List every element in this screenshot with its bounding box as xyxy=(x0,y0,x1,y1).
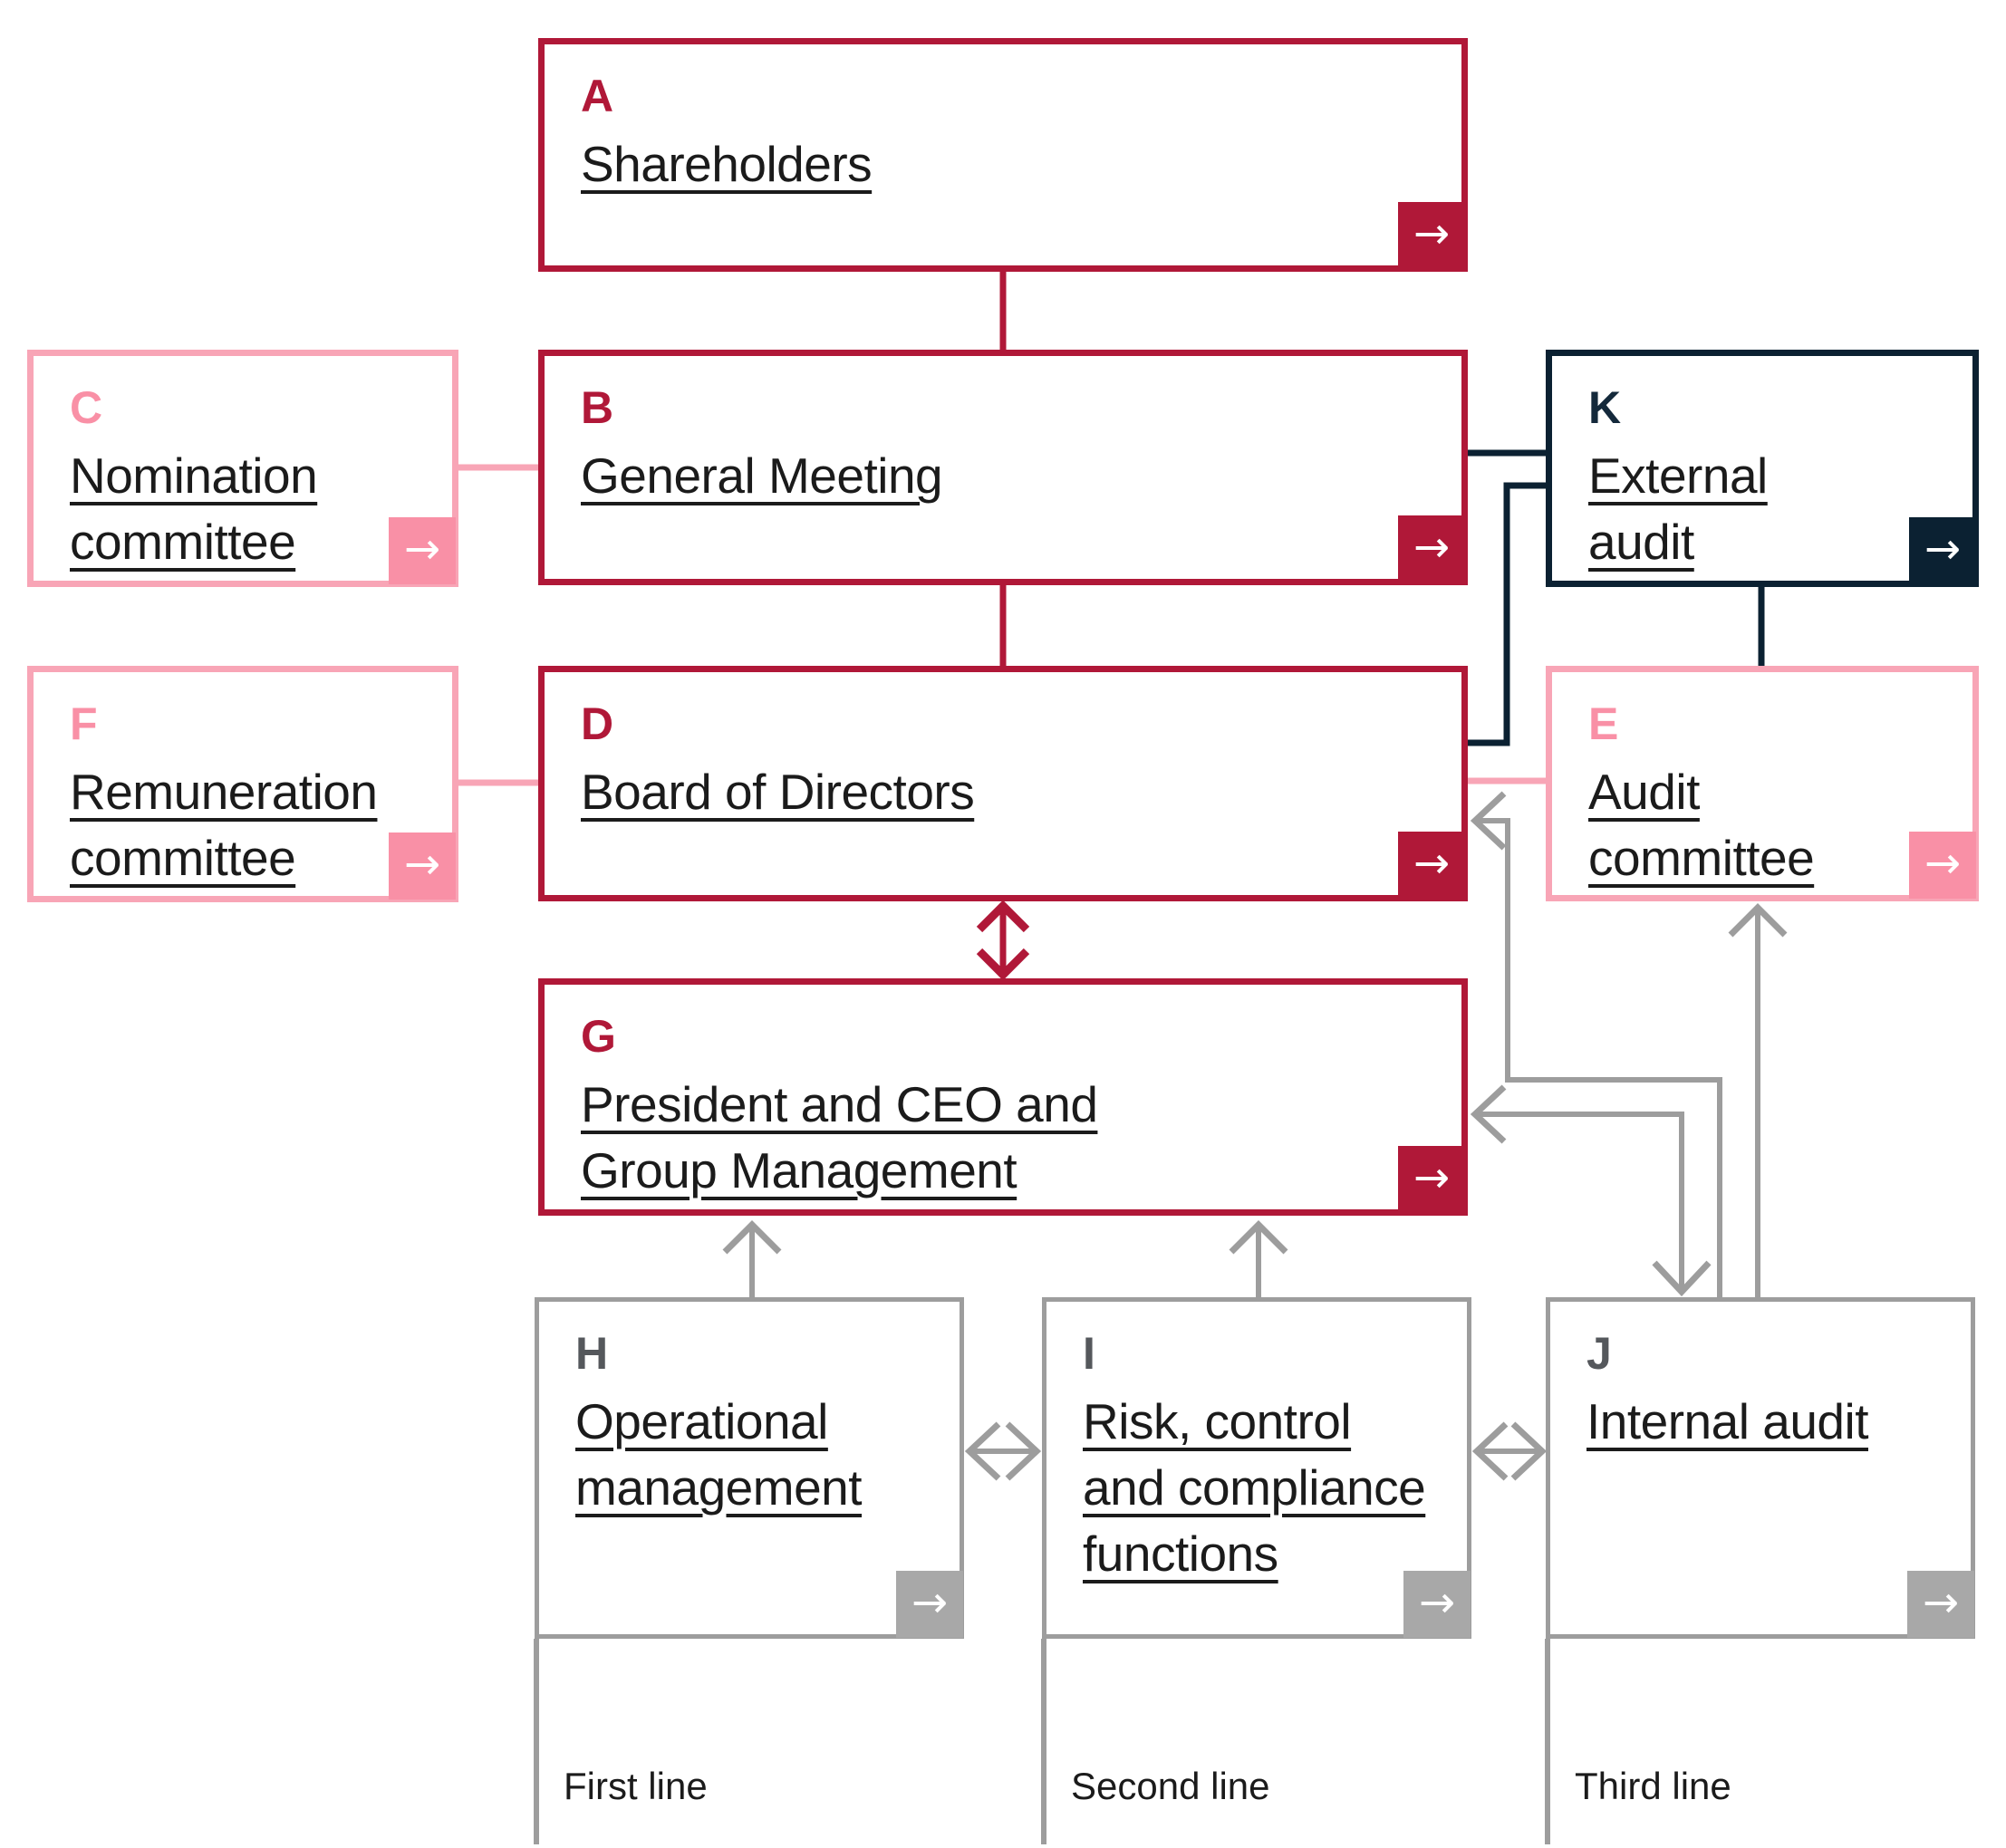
box-j-title[interactable]: Internal audit xyxy=(1586,1393,1869,1449)
box-k-title[interactable]: External audit xyxy=(1588,448,1768,570)
box-h-letter: H xyxy=(575,1328,609,1379)
box-d-arrow-button[interactable]: → xyxy=(1398,832,1465,899)
box-j-arrow-button[interactable]: → xyxy=(1907,1571,1974,1638)
arrowhead-up-g-left xyxy=(722,1220,782,1255)
arrowhead-left-g xyxy=(1470,1084,1507,1144)
box-f-letter: F xyxy=(70,698,98,749)
box-c-nomination-committee[interactable]: C Nomination committee → xyxy=(27,350,458,587)
box-e-title[interactable]: Audit committee xyxy=(1588,764,1815,886)
arrow-right-icon: → xyxy=(1924,838,1962,889)
box-f-remuneration-committee[interactable]: F Remuneration committee → xyxy=(27,666,458,902)
box-a-letter: A xyxy=(581,71,614,121)
arrowhead-up-d xyxy=(976,900,1030,933)
arrow-right-icon: → xyxy=(1418,1577,1456,1628)
box-e-letter: E xyxy=(1588,698,1619,749)
box-k-external-audit[interactable]: K External audit → xyxy=(1546,350,1979,587)
box-f-title[interactable]: Remuneration committee xyxy=(70,764,378,886)
arrowhead-right-j xyxy=(1510,1421,1548,1481)
arrowhead-down-g xyxy=(976,948,1030,981)
box-k-arrow-button[interactable]: → xyxy=(1909,517,1976,584)
arrow-right-icon: → xyxy=(1413,838,1451,889)
box-c-letter: C xyxy=(70,382,103,433)
arrow-right-icon: → xyxy=(1413,1152,1451,1203)
arrow-right-icon: → xyxy=(1413,522,1451,573)
connector-j-d xyxy=(1477,818,1722,1297)
box-b-title[interactable]: General Meeting xyxy=(581,448,943,504)
arrow-right-icon: → xyxy=(403,524,441,574)
connector-k-d xyxy=(1468,482,1546,746)
arrowhead-down-j xyxy=(1652,1260,1712,1297)
box-h-arrow-button[interactable]: → xyxy=(896,1571,963,1638)
box-c-title[interactable]: Nomination committee xyxy=(70,448,318,570)
box-a-shareholders[interactable]: A Shareholders → xyxy=(538,38,1468,272)
box-j-letter: J xyxy=(1586,1328,1612,1379)
box-k-letter: K xyxy=(1588,382,1622,433)
box-e-audit-committee[interactable]: E Audit committee → xyxy=(1546,666,1979,901)
arrowhead-right-i xyxy=(1005,1421,1042,1481)
label-first-line: First line xyxy=(564,1765,708,1807)
arrow-right-icon: → xyxy=(403,839,441,890)
box-g-letter: G xyxy=(581,1011,616,1062)
box-g-arrow-button[interactable]: → xyxy=(1398,1146,1465,1213)
arrowhead-left-d xyxy=(1470,791,1507,851)
box-b-letter: B xyxy=(581,382,614,433)
box-e-arrow-button[interactable]: → xyxy=(1909,832,1976,899)
box-b-arrow-button[interactable]: → xyxy=(1398,515,1465,582)
arrowhead-left-h xyxy=(964,1421,1001,1481)
box-d-letter: D xyxy=(581,698,614,749)
box-b-general-meeting[interactable]: B General Meeting → xyxy=(538,350,1468,585)
box-f-arrow-button[interactable]: → xyxy=(389,833,456,900)
arrowhead-up-e xyxy=(1728,903,1788,938)
box-d-board-of-directors[interactable]: D Board of Directors → xyxy=(538,666,1468,901)
label-second-line: Second line xyxy=(1071,1765,1270,1807)
box-h-operational-management[interactable]: H Operational management → xyxy=(535,1297,964,1639)
label-third-line: Third line xyxy=(1575,1765,1731,1807)
arrow-right-icon: → xyxy=(1922,1577,1960,1628)
arrowhead-up-g-mid xyxy=(1229,1220,1288,1255)
box-a-arrow-button[interactable]: → xyxy=(1398,202,1465,269)
box-c-arrow-button[interactable]: → xyxy=(389,517,456,584)
box-h-title[interactable]: Operational management xyxy=(575,1393,863,1516)
box-j-internal-audit[interactable]: J Internal audit → xyxy=(1546,1297,1975,1639)
box-i-letter: I xyxy=(1083,1328,1095,1379)
arrow-right-icon: → xyxy=(1413,208,1451,259)
box-i-arrow-button[interactable]: → xyxy=(1403,1571,1471,1638)
box-d-title[interactable]: Board of Directors xyxy=(581,764,975,820)
box-g-title[interactable]: President and CEO and Group Management xyxy=(581,1076,1098,1198)
box-i-risk-control-compliance[interactable]: I Risk, control and compliance functions… xyxy=(1042,1297,1471,1639)
arrow-right-icon: → xyxy=(1924,524,1962,574)
box-g-president-ceo-group-management[interactable]: G President and CEO and Group Management… xyxy=(538,978,1468,1216)
box-a-title[interactable]: Shareholders xyxy=(581,136,873,192)
box-i-title[interactable]: Risk, control and compliance functions xyxy=(1083,1393,1426,1582)
arrowhead-left-i xyxy=(1471,1421,1509,1481)
arrow-right-icon: → xyxy=(911,1577,949,1628)
connector-g-j xyxy=(1477,1112,1684,1290)
